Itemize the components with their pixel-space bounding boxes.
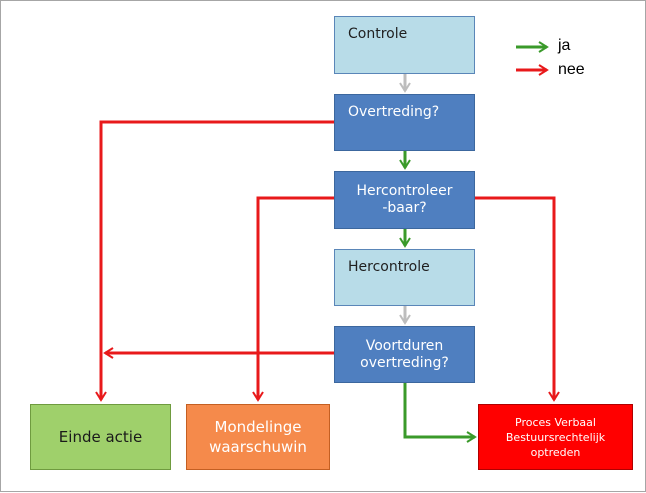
arrow-voortduren-ja <box>403 383 477 443</box>
node-voortduren: Voortduren overtreding? <box>334 326 475 383</box>
legend-nee-label: nee <box>558 61 585 78</box>
node-hercontroleerbaar: Hercontroleer -baar? <box>334 171 475 229</box>
node-overtreding-label: Overtreding? <box>348 104 440 120</box>
node-proces-verbaal: Proces Verbaal Bestuursrechtelijk optred… <box>478 404 633 470</box>
arrow-overtreding-nee <box>95 120 334 402</box>
node-hercontrole: Hercontrole <box>334 249 475 306</box>
arrow-hercontroleerbaar-nee-left <box>252 196 334 402</box>
node-einde-actie-label: Einde actie <box>58 427 143 446</box>
node-overtreding: Overtreding? <box>334 94 475 151</box>
node-proces-verbaal-label: Proces Verbaal Bestuursrechtelijk optred… <box>505 415 606 459</box>
arrow-hercontroleerbaar-nee-right <box>475 196 560 402</box>
node-einde-actie: Einde actie <box>30 404 171 470</box>
node-hercontrole-label: Hercontrole <box>348 259 430 275</box>
node-voortduren-label: Voortduren overtreding? <box>360 337 449 371</box>
node-hercontroleerbaar-label: Hercontroleer -baar? <box>356 183 453 216</box>
node-controle-label: Controle <box>348 26 408 42</box>
node-mondelinge-label: Mondelinge waarschuwin <box>209 418 307 456</box>
legend-ja-label: ja <box>558 37 571 54</box>
node-controle: Controle <box>334 16 475 74</box>
node-mondelinge-waarschuwing: Mondelinge waarschuwin <box>186 404 330 470</box>
